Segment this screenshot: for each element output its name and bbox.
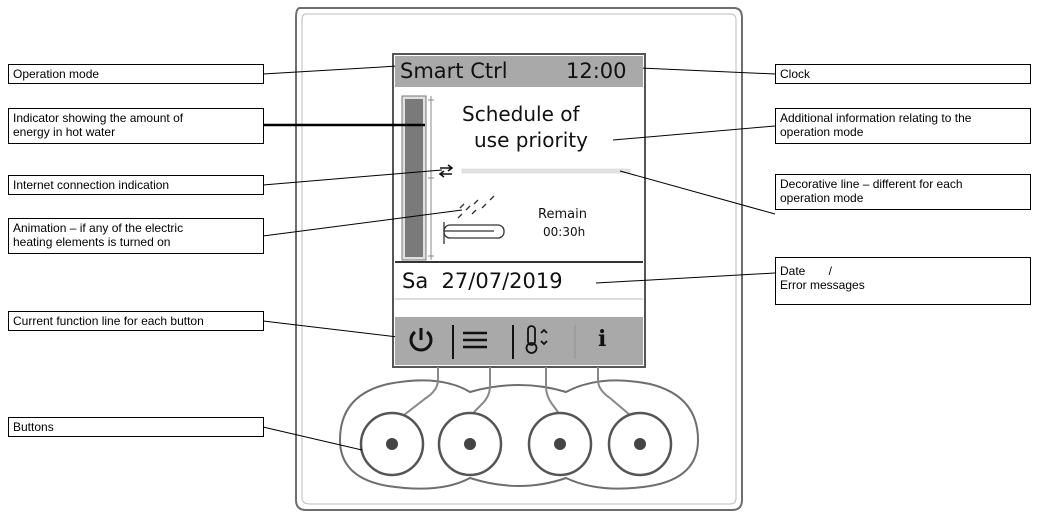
- mode-info-line1: Schedule of: [462, 102, 580, 126]
- callout-function-line: Current function line for each button: [8, 311, 264, 331]
- callout-decorative-line2: operation mode: [780, 191, 864, 205]
- decorative-line: [461, 168, 631, 174]
- date-text: Sa 27/07/2019: [402, 269, 563, 293]
- leader-additional: [612, 125, 776, 141]
- title-bar: [395, 56, 643, 87]
- callout-internet-text: Internet connection indication: [13, 178, 170, 192]
- info-icon: i: [598, 326, 607, 352]
- callout-operation-mode: Operation mode: [8, 64, 264, 84]
- clock-text: 12:00: [566, 59, 627, 83]
- screen-frame: [392, 53, 646, 368]
- leader-animation: [262, 209, 463, 237]
- callout-clock: Clock: [775, 64, 1031, 84]
- mode-info-line2: use priority: [474, 128, 588, 152]
- callout-buttons: Buttons: [8, 417, 264, 437]
- callout-buttons-text: Buttons: [13, 420, 54, 434]
- remain-time: 00:30h: [543, 225, 586, 239]
- callout-energy-indicator: Indicator showing the amount of energy i…: [8, 108, 264, 144]
- callout-date-line1: Date /: [780, 264, 833, 278]
- menu-icon: [463, 331, 487, 349]
- callout-internet: Internet connection indication: [8, 175, 264, 195]
- function-icons: [409, 325, 576, 359]
- remain-label: Remain: [538, 207, 587, 222]
- callout-decorative-line1: Decorative line – different for each: [780, 177, 963, 191]
- leader-function-line: [262, 320, 407, 339]
- button-4[interactable]: [607, 411, 673, 477]
- button-3[interactable]: [527, 411, 593, 477]
- leader-operation-mode: [262, 65, 399, 75]
- device-casing-inner: [301, 13, 737, 505]
- callout-decorative-line: Decorative line – different for each ope…: [775, 174, 1031, 210]
- callout-additional-line2: operation mode: [780, 125, 864, 139]
- leader-clock: [639, 67, 776, 75]
- callout-additional-info: Additional information relating to the o…: [775, 108, 1031, 144]
- callout-function-line-text: Current function line for each button: [13, 314, 204, 328]
- callout-animation-line2: heating elements is turned on: [13, 235, 171, 249]
- callout-additional-line1: Additional information relating to the: [780, 111, 972, 125]
- heating-animation-icon: [443, 195, 505, 244]
- button-bezel: [338, 379, 700, 490]
- callout-clock-text: Clock: [780, 67, 811, 81]
- callout-operation-mode-text: Operation mode: [13, 67, 100, 81]
- energy-bar-fill: [405, 99, 423, 257]
- leader-decorative: [619, 170, 776, 215]
- callout-date-line2: Error messages: [780, 278, 865, 292]
- operation-mode-text: Smart Ctrl: [400, 59, 508, 83]
- function-line: [395, 317, 643, 365]
- device-casing: [295, 7, 743, 511]
- button-1[interactable]: [359, 411, 425, 477]
- leader-buttons: [262, 426, 363, 451]
- button-2[interactable]: [437, 411, 503, 477]
- callout-energy-line1: Indicator showing the amount of: [13, 111, 184, 125]
- leader-date: [595, 272, 776, 284]
- power-icon: [409, 328, 433, 352]
- callout-energy-line2: energy in hot water: [13, 125, 116, 139]
- internet-connection-icon: [438, 164, 454, 178]
- thermometer-icon: [525, 325, 548, 354]
- callout-date: Date / Error messages: [775, 257, 1031, 305]
- callout-animation: Animation – if any of the electric heati…: [8, 218, 264, 254]
- leader-internet: [262, 169, 443, 186]
- callout-animation-line1: Animation – if any of the electric: [13, 221, 184, 235]
